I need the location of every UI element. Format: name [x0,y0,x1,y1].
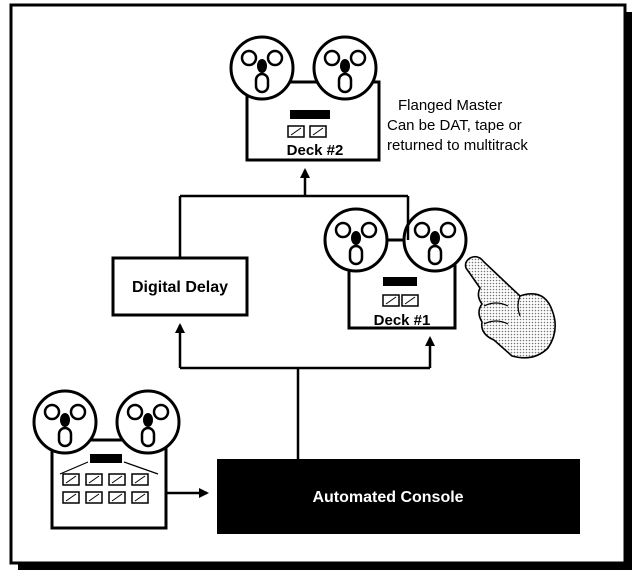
note-line-1: Flanged Master [398,97,502,114]
note-line-2: Can be DAT, tape or [387,117,522,134]
multitrack-deck [32,389,181,530]
automated-console: Automated Console [217,459,580,534]
digital-delay-box: Digital Delay [111,256,249,317]
deck-2-label: Deck #2 [287,142,344,159]
deck-2: Deck #2 [229,35,381,162]
signal-flow [166,168,435,498]
deck-1-label: Deck #1 [374,312,431,329]
note-line-3: returned to multitrack [387,137,528,154]
digital-delay-label: Digital Delay [132,279,228,296]
pointing-hand-icon [464,255,556,359]
deck-1: Deck #1 [323,207,468,330]
console-label: Automated Console [312,489,463,506]
flanged-master-note: Flanged Master Can be DAT, tape or retur… [387,97,528,154]
